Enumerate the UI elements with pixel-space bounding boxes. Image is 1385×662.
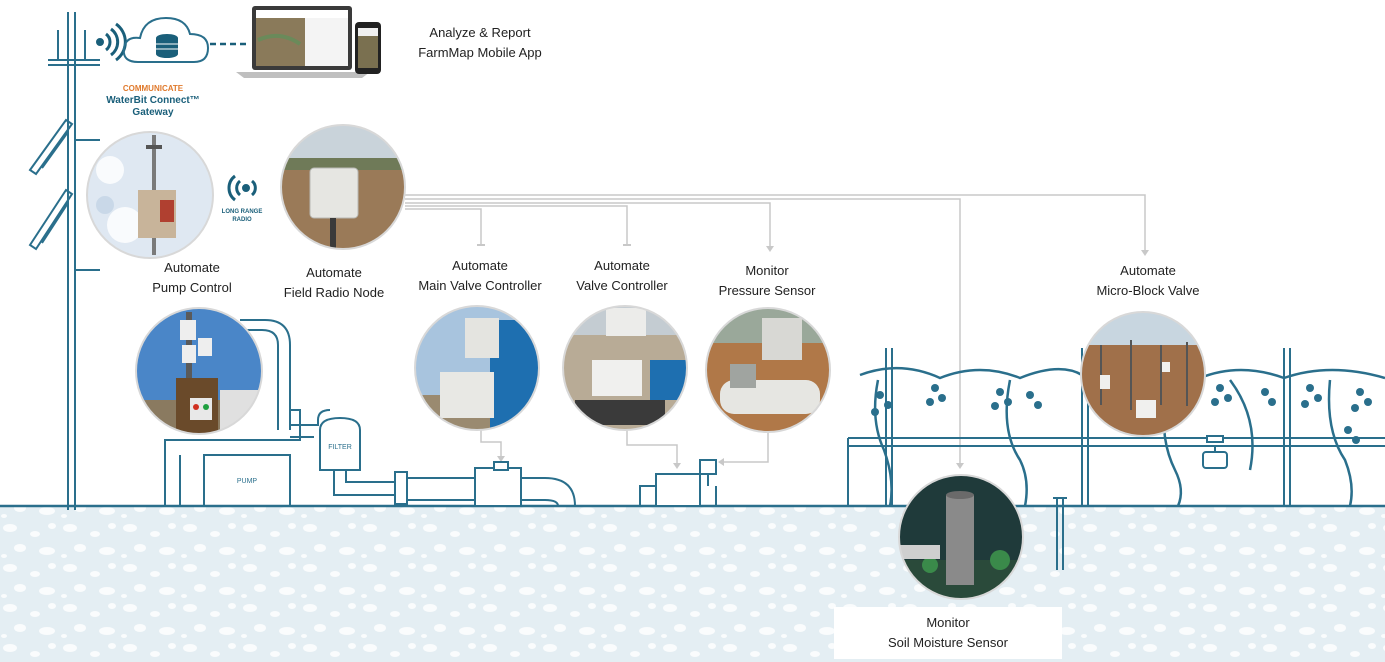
soil-moisture-sensor-photo bbox=[899, 475, 1023, 599]
field-radio-node-label: Automate Field Radio Node bbox=[272, 263, 396, 303]
micro-block-line2: Micro-Block Valve bbox=[1096, 283, 1200, 298]
analyze-report-line2: FarmMap Mobile App bbox=[418, 45, 542, 60]
gateway-label: COMMUNICATE WaterBit Connect™ Gateway bbox=[88, 83, 218, 119]
pump-control-line2: Pump Control bbox=[152, 280, 232, 295]
valve-controller-line2: Valve Controller bbox=[576, 278, 668, 293]
solar-panel-icon bbox=[28, 118, 74, 251]
soil-moisture-line2: Soil Moisture Sensor bbox=[888, 635, 1008, 650]
micro-block-valve-label: Automate Micro-Block Valve bbox=[1080, 261, 1216, 301]
micro-block-line1: Automate bbox=[1120, 263, 1176, 278]
pressure-sensor-label: Monitor Pressure Sensor bbox=[705, 261, 829, 301]
laptop-icon bbox=[236, 6, 370, 78]
analyze-report-line1: Analyze & Report bbox=[429, 25, 531, 40]
gateway-name: WaterBit Connect™ bbox=[106, 95, 200, 106]
main-valve-line2: Main Valve Controller bbox=[418, 278, 542, 293]
valve-controller-line1: Automate bbox=[594, 258, 650, 273]
radio-connector-lines bbox=[405, 194, 1146, 465]
soil-moisture-sensor-label: Monitor Soil Moisture Sensor bbox=[860, 613, 1036, 653]
pump-pipework bbox=[164, 319, 717, 507]
pump-house-label: PUMP bbox=[236, 478, 258, 485]
soil-moisture-line1: Monitor bbox=[926, 615, 970, 630]
long-range-radio-label: LONG RANGE RADIO bbox=[212, 208, 272, 224]
phone-icon bbox=[355, 22, 381, 74]
wifi-signal-icon bbox=[96, 22, 127, 62]
pressure-sensor-photo bbox=[706, 308, 830, 432]
soil-moisture-label-box bbox=[834, 607, 1062, 659]
pressure-sensor-line1: Monitor bbox=[745, 263, 789, 278]
gateway-photo bbox=[87, 132, 213, 258]
radio-signal-icon bbox=[227, 174, 257, 202]
field-radio-line2: Field Radio Node bbox=[283, 285, 385, 300]
main-valve-controller-label: Automate Main Valve Controller bbox=[408, 256, 552, 296]
gateway-tower bbox=[48, 12, 100, 510]
pump-control-label: Automate Pump Control bbox=[130, 258, 254, 298]
main-valve-controller-photo bbox=[415, 306, 539, 430]
pressure-sensor-line2: Pressure Sensor bbox=[718, 283, 816, 298]
pump-control-line1: Automate bbox=[164, 260, 220, 275]
gateway-communicate: COMMUNICATE bbox=[122, 84, 184, 93]
long-range-line2: RADIO bbox=[232, 217, 252, 223]
main-valve-line1: Automate bbox=[452, 258, 508, 273]
long-range-line1: LONG RANGE bbox=[221, 209, 263, 215]
field-radio-line1: Automate bbox=[306, 265, 362, 280]
valve-controller-label: Automate Valve Controller bbox=[560, 256, 684, 296]
gateway-type: Gateway bbox=[132, 107, 174, 118]
cloud-database-icon bbox=[122, 16, 210, 63]
filter-label: FILTER bbox=[328, 444, 352, 451]
analyze-report-label: Analyze & Report FarmMap Mobile App bbox=[410, 23, 550, 63]
